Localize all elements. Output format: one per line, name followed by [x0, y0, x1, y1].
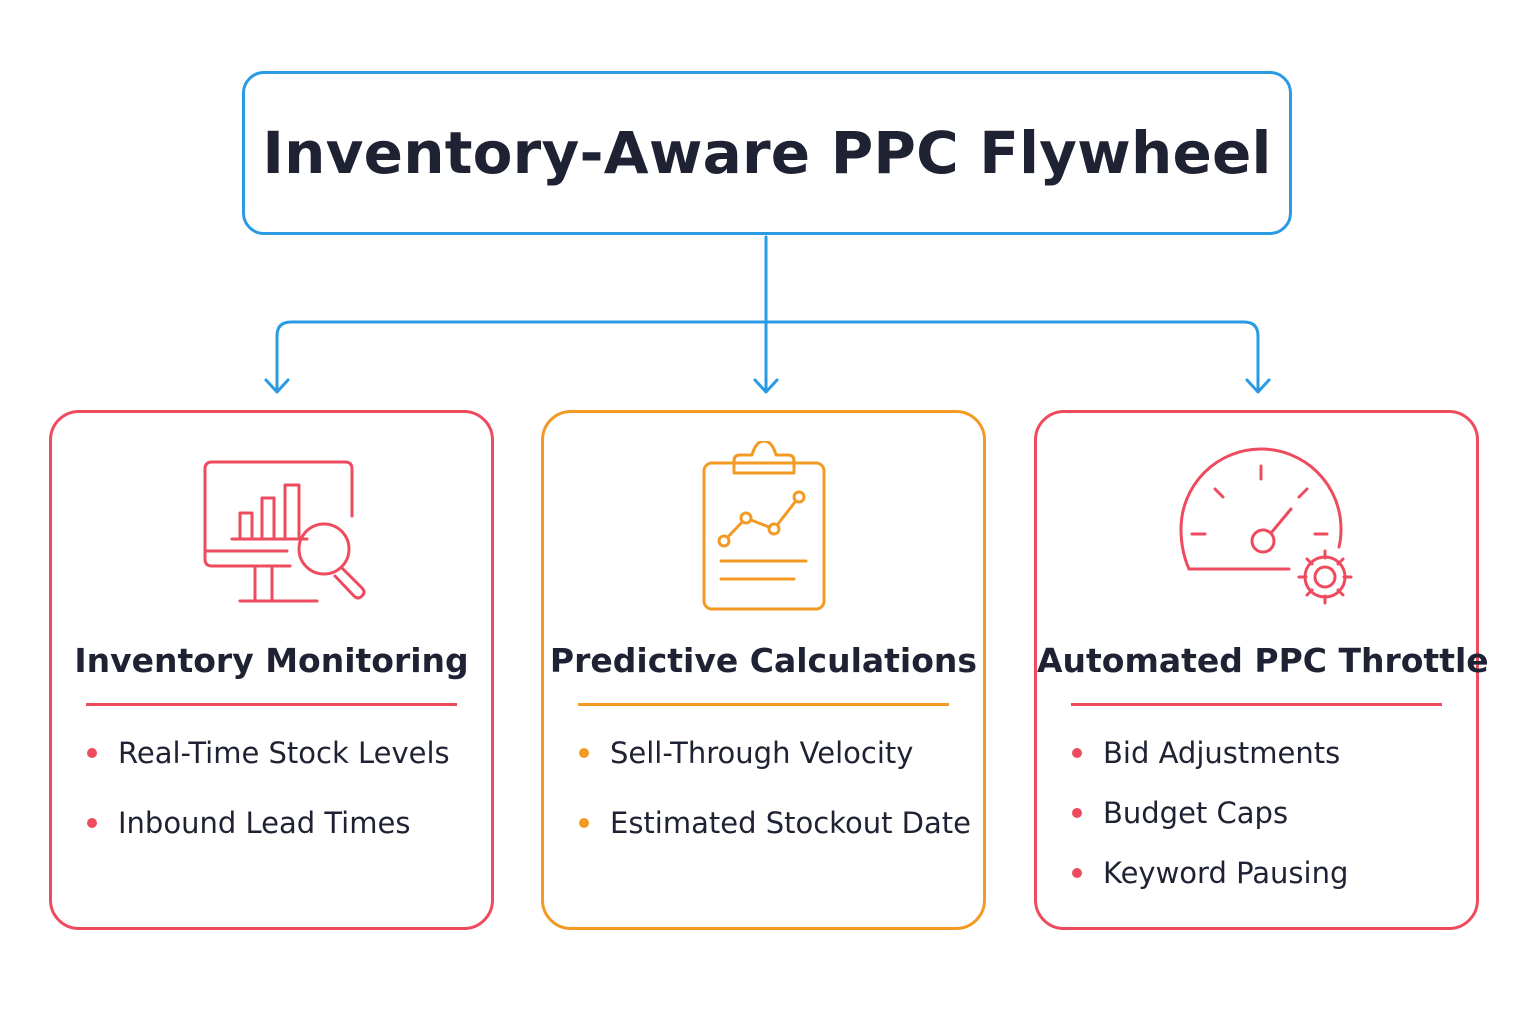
card-bullet-list: Real-Time Stock Levels Inbound Lead Time… — [84, 733, 450, 873]
branch-line — [275, 320, 1260, 392]
list-item: Real-Time Stock Levels — [84, 733, 450, 803]
card-inventory-monitoring: Inventory Monitoring Real-Time Stock Lev… — [49, 410, 494, 930]
card-divider — [578, 703, 949, 706]
card-bullet-list: Sell-Through Velocity Estimated Stockout… — [576, 733, 971, 873]
list-item-label: Real-Time Stock Levels — [118, 736, 450, 770]
arrowhead-center — [753, 378, 779, 394]
card-title: Automated PPC Throttle — [1037, 641, 1489, 680]
bullet-dot — [579, 818, 589, 828]
list-item-label: Inbound Lead Times — [118, 806, 411, 840]
bullet-dot — [1072, 748, 1082, 758]
bullet-dot — [579, 748, 589, 758]
card-title: Predictive Calculations — [549, 641, 978, 680]
card-title: Inventory Monitoring — [74, 641, 469, 680]
arrowhead-left — [264, 378, 290, 394]
card-divider — [1071, 703, 1442, 706]
card-automated-ppc-throttle: Automated PPC Throttle Bid Adjustments B… — [1034, 410, 1489, 930]
monitor-chart-search-icon — [52, 441, 491, 621]
list-item-label: Keyword Pausing — [1103, 856, 1349, 890]
card-divider — [86, 703, 457, 706]
list-item-label: Estimated Stockout Date — [610, 806, 971, 840]
card-predictive-calculations: Predictive Calculations Sell-Through Vel… — [541, 410, 986, 930]
list-item-label: Budget Caps — [1103, 796, 1289, 830]
list-item-label: Sell-Through Velocity — [610, 736, 914, 770]
bullet-dot — [87, 818, 97, 828]
list-item: Sell-Through Velocity — [576, 733, 971, 803]
title-box: Inventory-Aware PPC Flywheel — [242, 71, 1292, 235]
arrowhead-right — [1245, 378, 1271, 394]
clipboard-trend-icon — [544, 441, 983, 621]
list-item-label: Bid Adjustments — [1103, 736, 1341, 770]
list-item: Keyword Pausing — [1069, 853, 1348, 913]
list-item: Budget Caps — [1069, 793, 1348, 853]
bullet-dot — [87, 748, 97, 758]
speedometer-gear-icon — [1037, 441, 1476, 621]
bullet-dot — [1072, 868, 1082, 878]
list-item: Estimated Stockout Date — [576, 803, 971, 873]
diagram-title: Inventory-Aware PPC Flywheel — [262, 119, 1272, 187]
list-item: Bid Adjustments — [1069, 733, 1348, 793]
card-bullet-list: Bid Adjustments Budget Caps Keyword Paus… — [1069, 733, 1348, 913]
list-item: Inbound Lead Times — [84, 803, 450, 873]
bullet-dot — [1072, 808, 1082, 818]
